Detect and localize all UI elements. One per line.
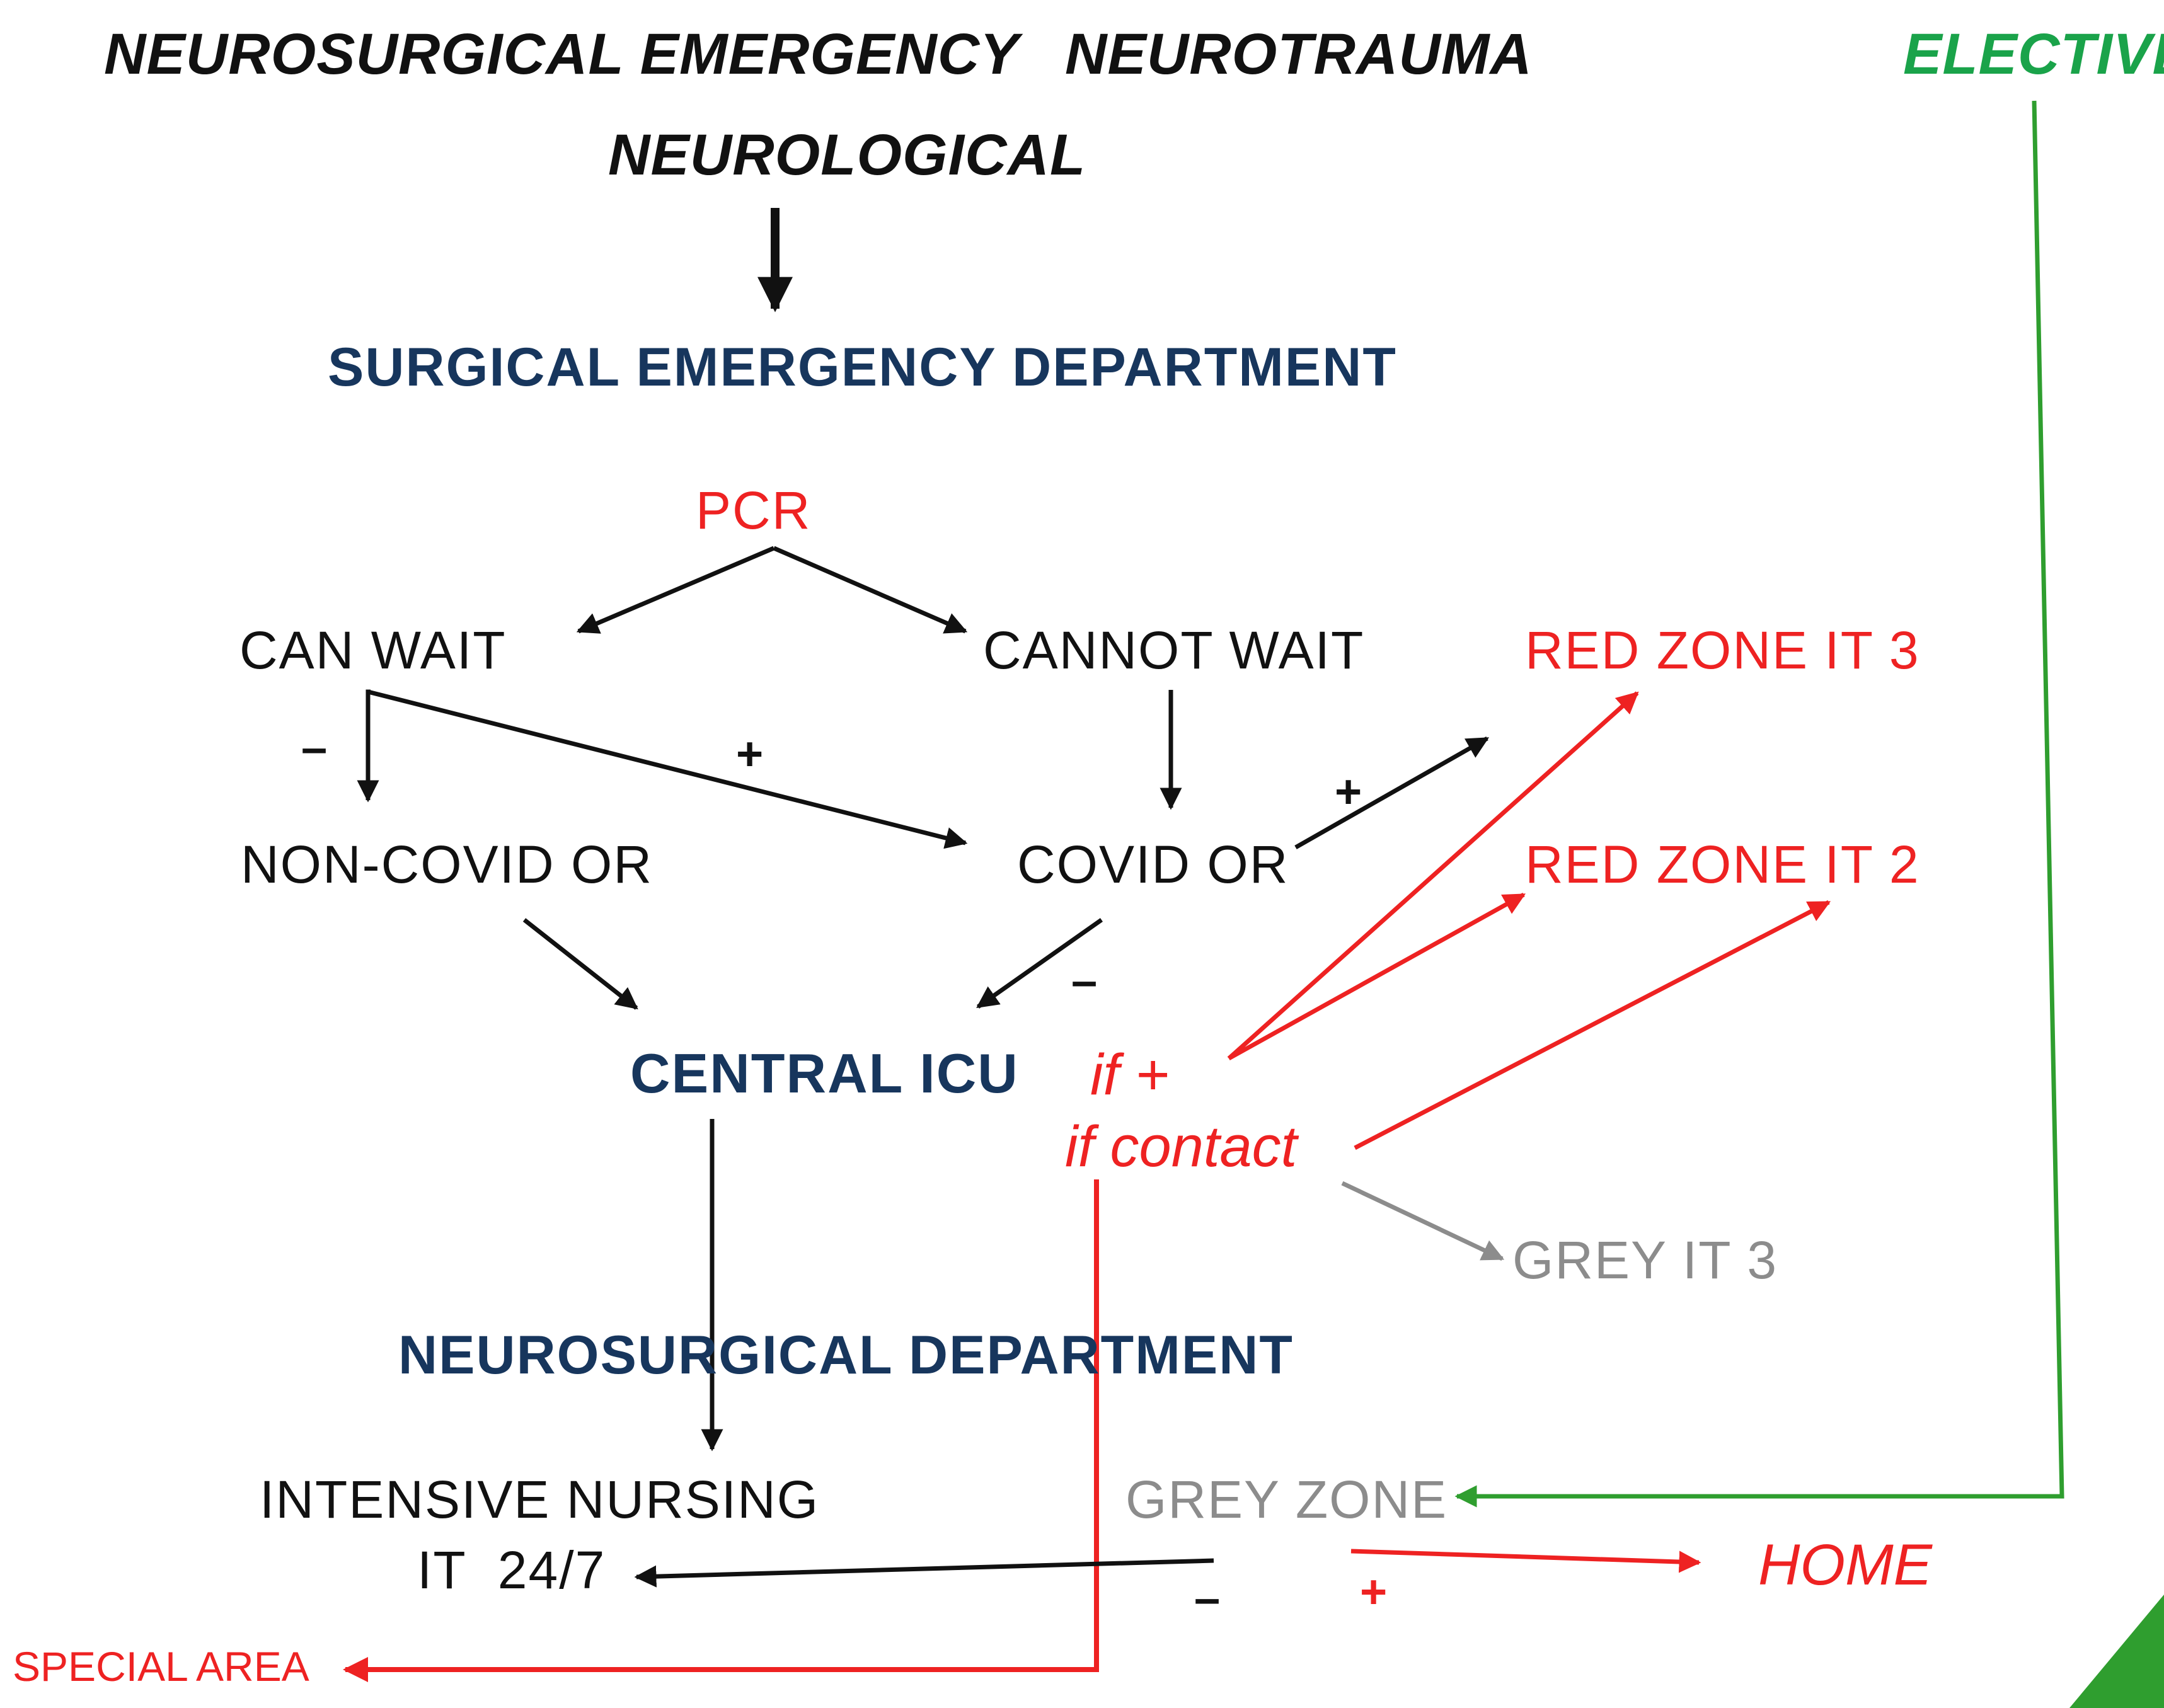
grey-it3-node: GREY IT 3 [1512,1230,1778,1290]
cannot-wait-node: CANNOT WAIT [983,621,1365,680]
covid-or-node: COVID OR [1017,835,1289,894]
surgical-emergency-department: SURGICAL EMERGENCY DEPARTMENT [328,337,1397,398]
sign-grey-zone-plus: + [1360,1566,1388,1618]
non-covid-or-node: NON-COVID OR [241,835,653,894]
sign-covid-or-plus: + [1335,765,1362,818]
header-elective: ELECTIVE [1903,22,2164,86]
header-neurological: NEUROLOGICAL [608,123,1086,187]
red-zone-it2-node: RED ZONE IT 2 [1525,835,1920,894]
grey-zone-node: GREY ZONE [1125,1470,1448,1529]
arrow-if-contact-to-grey-it3 [1341,1181,1505,1261]
arrow-grey-zone-to-intensive-nursing [634,1558,1214,1588]
pcr-label: PCR [696,481,812,540]
if-plus-condition: if + [1090,1043,1170,1107]
can-wait-node: CAN WAIT [239,621,507,680]
sign-can-wait-plus: + [736,728,764,780]
red-zone-it3-node: RED ZONE IT 3 [1525,621,1920,680]
arrow-pcr-to-can-wait [576,546,775,634]
sign-can-wait-minus: – [301,721,328,774]
arrow-covid-or-plus [1294,736,1490,850]
arrow-if-contact-to-special-area [343,1179,1099,1682]
arrow-elective-to-grey-zone [1454,100,2064,1508]
home-node: HOME [1758,1533,1932,1597]
central-icu-node: CENTRAL ICU [630,1042,1019,1104]
arrow-can-wait-to-non-covid-or [357,689,379,803]
intensive-nursing-node: INTENSIVE NURSING [260,1470,820,1529]
arrow-covid-or-to-central-icu [976,918,1103,1009]
arrow-non-covid-or-to-central-icu [522,918,638,1010]
sign-grey-zone-minus: – [1194,1572,1221,1624]
arrow-if-contact-to-red-zone-it2 [1354,900,1831,1150]
if-contact-condition: if contact [1065,1115,1298,1179]
header-neurosurgical-emergency: NEUROSURGICAL EMERGENCY [104,22,1020,86]
arrow-if-plus-to-red-zone-it2 [1228,892,1526,1061]
intensive-nursing-it-247: IT 24/7 [417,1540,606,1600]
arrow-can-wait-to-covid-or [367,689,968,849]
sign-covid-or-minus: – [1071,954,1098,1007]
corner-decoration [2069,1595,2164,1708]
special-area-node: SPECIAL AREA [13,1643,309,1690]
arrow-pcr-to-cannot-wait [773,546,968,634]
neurosurgical-department: NEUROSURGICAL DEPARTMENT [398,1325,1294,1385]
arrow-grey-zone-to-home [1350,1549,1701,1573]
header-neurotrauma: NEUROTRAUMA [1065,22,1533,86]
arrow-if-plus-to-red-zone-it3 [1227,691,1639,1060]
